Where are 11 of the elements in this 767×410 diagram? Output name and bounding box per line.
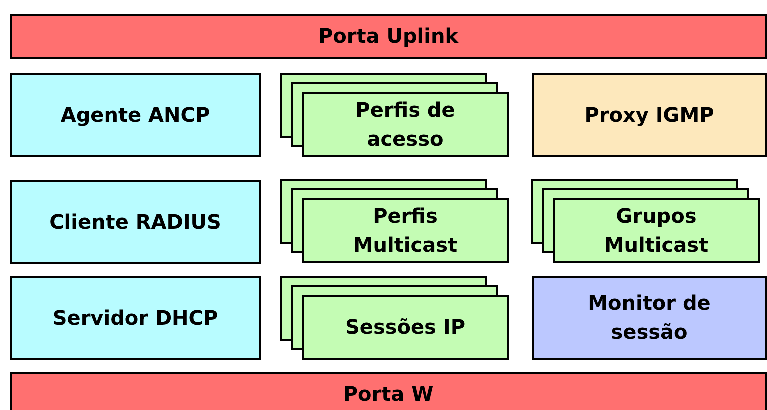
module-box: Monitor de sessão bbox=[532, 276, 767, 360]
module-box: Servidor DHCP bbox=[10, 276, 261, 360]
module-box: Proxy IGMP bbox=[532, 73, 767, 157]
module-box: Cliente RADIUS bbox=[10, 180, 261, 264]
port-band: Porta W bbox=[10, 372, 767, 410]
port-band: Porta Uplink bbox=[10, 14, 767, 59]
stacked-module-box: Perfis Multicast bbox=[302, 198, 509, 263]
stacked-module-box: Grupos Multicast bbox=[553, 198, 760, 263]
stacked-module-box: Perfis de acesso bbox=[302, 92, 509, 157]
module-box: Agente ANCP bbox=[10, 73, 261, 157]
stacked-module-box: Sessões IP bbox=[302, 295, 509, 360]
